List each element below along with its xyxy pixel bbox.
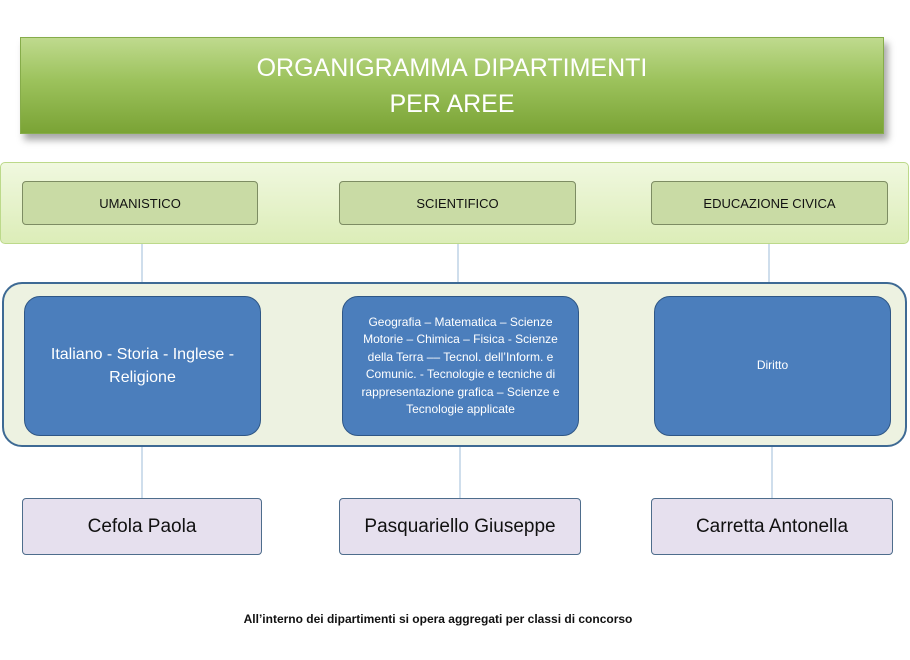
title-banner: ORGANIGRAMMA DIPARTIMENTI PER AREE <box>20 37 884 134</box>
department-box-scientifico: Geografia – Matematica – Scienze Motorie… <box>342 296 579 436</box>
coordinator-box-educazione-civica: Carretta Antonella <box>651 498 893 555</box>
coordinator-box-umanistico: Cefola Paola <box>22 498 262 555</box>
department-box-umanistico: Italiano - Storia - Inglese - Religione <box>24 296 261 436</box>
title-line-1: ORGANIGRAMMA DIPARTIMENTI <box>256 53 648 82</box>
footnote: All’interno dei dipartimenti si opera ag… <box>243 612 633 626</box>
area-box-educazione-civica: EDUCAZIONE CIVICA <box>651 181 888 225</box>
area-box-scientifico: SCIENTIFICO <box>339 181 576 225</box>
coordinator-box-scientifico: Pasquariello Giuseppe <box>339 498 581 555</box>
department-text-umanistico: Italiano - Storia - Inglese - Religione <box>50 346 235 386</box>
title-line-2: PER AREE <box>389 89 515 118</box>
department-text-educazione-civica: Diritto <box>756 358 789 373</box>
department-box-educazione-civica: Diritto <box>654 296 891 436</box>
area-box-umanistico: UMANISTICO <box>22 181 258 225</box>
department-text-scientifico: Geografia – Matematica – Scienze Motorie… <box>361 314 560 417</box>
